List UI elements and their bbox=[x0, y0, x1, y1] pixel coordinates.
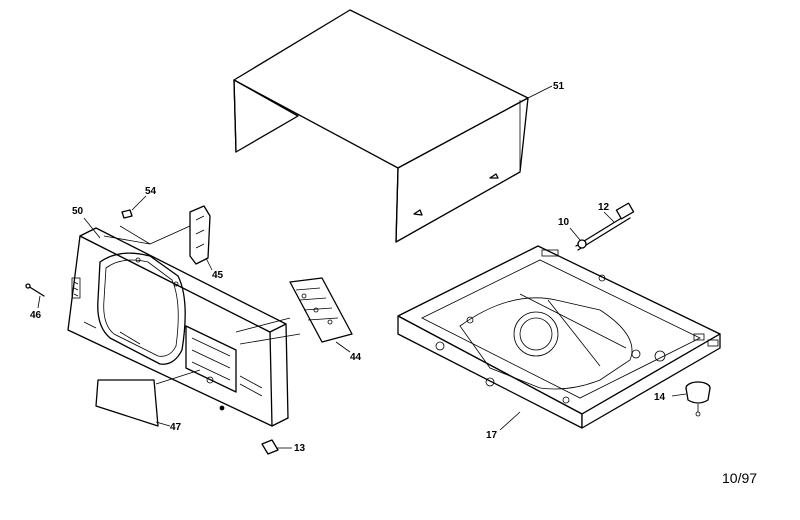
leader-12 bbox=[603, 211, 615, 223]
part-10-12-cord bbox=[575, 202, 635, 251]
part-14-foot bbox=[685, 381, 711, 417]
callout-13: 13 bbox=[294, 443, 306, 454]
callout-14: 14 bbox=[654, 392, 666, 403]
leader-45 bbox=[205, 257, 213, 271]
leader-51 bbox=[527, 85, 553, 99]
leader-47 bbox=[155, 421, 171, 427]
callout-47: 47 bbox=[170, 422, 182, 433]
part-13-foot bbox=[261, 439, 279, 455]
callout-51: 51 bbox=[553, 81, 565, 92]
leader-14 bbox=[671, 393, 687, 397]
chassis-base bbox=[397, 245, 721, 429]
front-panel bbox=[67, 227, 289, 427]
part-45-bracket bbox=[149, 205, 211, 265]
cabinet-cover bbox=[233, 9, 529, 243]
leader-10 bbox=[569, 227, 581, 241]
part-54 bbox=[103, 209, 151, 245]
leader-44 bbox=[335, 341, 351, 353]
callout-17: 17 bbox=[486, 430, 498, 441]
callout-54: 54 bbox=[145, 186, 157, 197]
callout-45: 45 bbox=[212, 270, 224, 281]
callout-44: 44 bbox=[350, 352, 362, 363]
callout-12: 12 bbox=[598, 202, 610, 213]
leader-50 bbox=[83, 217, 101, 239]
callout-46: 46 bbox=[30, 310, 42, 321]
date-code: 10/97 bbox=[722, 470, 758, 486]
callout-50: 50 bbox=[72, 206, 84, 217]
leader-46 bbox=[37, 295, 41, 309]
part-44-board bbox=[235, 277, 353, 345]
leader-17 bbox=[499, 411, 521, 431]
part-47-plate bbox=[95, 369, 201, 427]
leader-54 bbox=[131, 195, 147, 211]
callout-10: 10 bbox=[558, 217, 570, 228]
part-46-screw bbox=[25, 283, 45, 297]
